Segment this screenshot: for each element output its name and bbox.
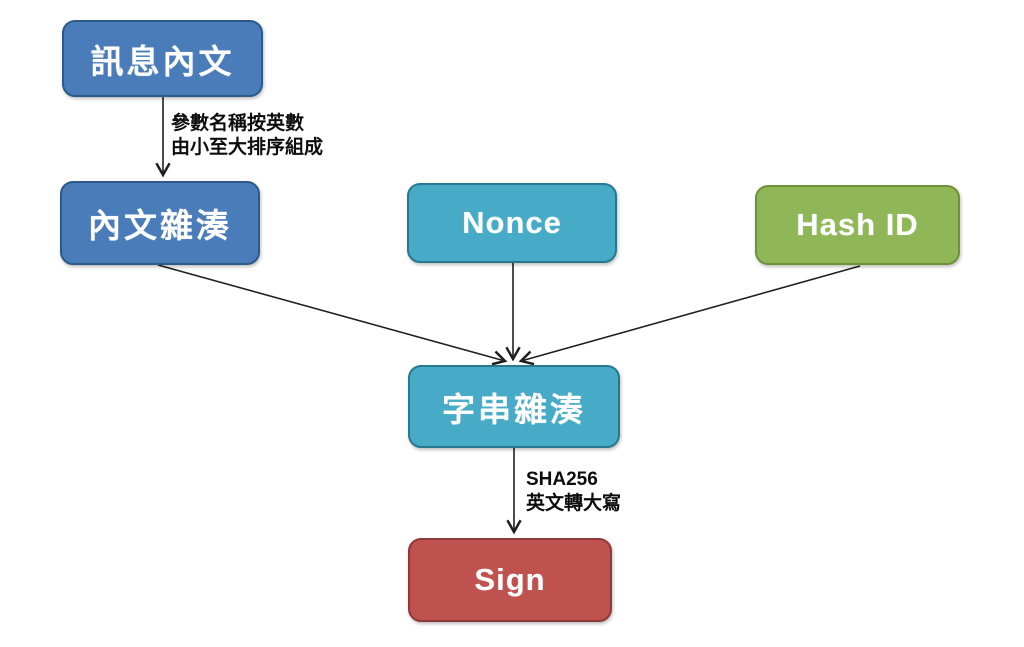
node-nonce: Nonce bbox=[407, 183, 617, 263]
node-content-hash: 內文雜湊 bbox=[60, 181, 260, 265]
node-sign-label: Sign bbox=[474, 562, 546, 597]
node-string-hash: 字串雜湊 bbox=[408, 365, 620, 448]
node-hash-id: Hash ID bbox=[755, 185, 960, 265]
node-nonce-label: Nonce bbox=[462, 205, 562, 240]
node-content-hash-label: 內文雜湊 bbox=[88, 207, 232, 244]
node-hash-id-label: Hash ID bbox=[796, 207, 919, 242]
edge-label-sha-rule: SHA256 英文轉大寫 bbox=[526, 468, 621, 516]
node-sign: Sign bbox=[408, 538, 612, 622]
node-string-hash-label: 字串雜湊 bbox=[442, 390, 586, 428]
edge-label-sort-rule: 參數名稱按英數 由小至大排序組成 bbox=[171, 112, 323, 160]
node-message-body: 訊息內文 bbox=[62, 20, 263, 97]
edge-label-sha-rule-line1: SHA256 bbox=[526, 469, 598, 490]
edge-label-sort-rule-line1: 參數名稱按英數 bbox=[171, 113, 305, 134]
edge-hashid-to-stringhash bbox=[518, 265, 861, 366]
edge-label-sha-rule-line2: 英文轉大寫 bbox=[526, 493, 622, 514]
edge-contenthash-to-stringhash bbox=[157, 264, 508, 366]
node-message-body-label: 訊息內文 bbox=[90, 42, 235, 80]
edge-label-sort-rule-line2: 由小至大排序組成 bbox=[171, 137, 324, 158]
